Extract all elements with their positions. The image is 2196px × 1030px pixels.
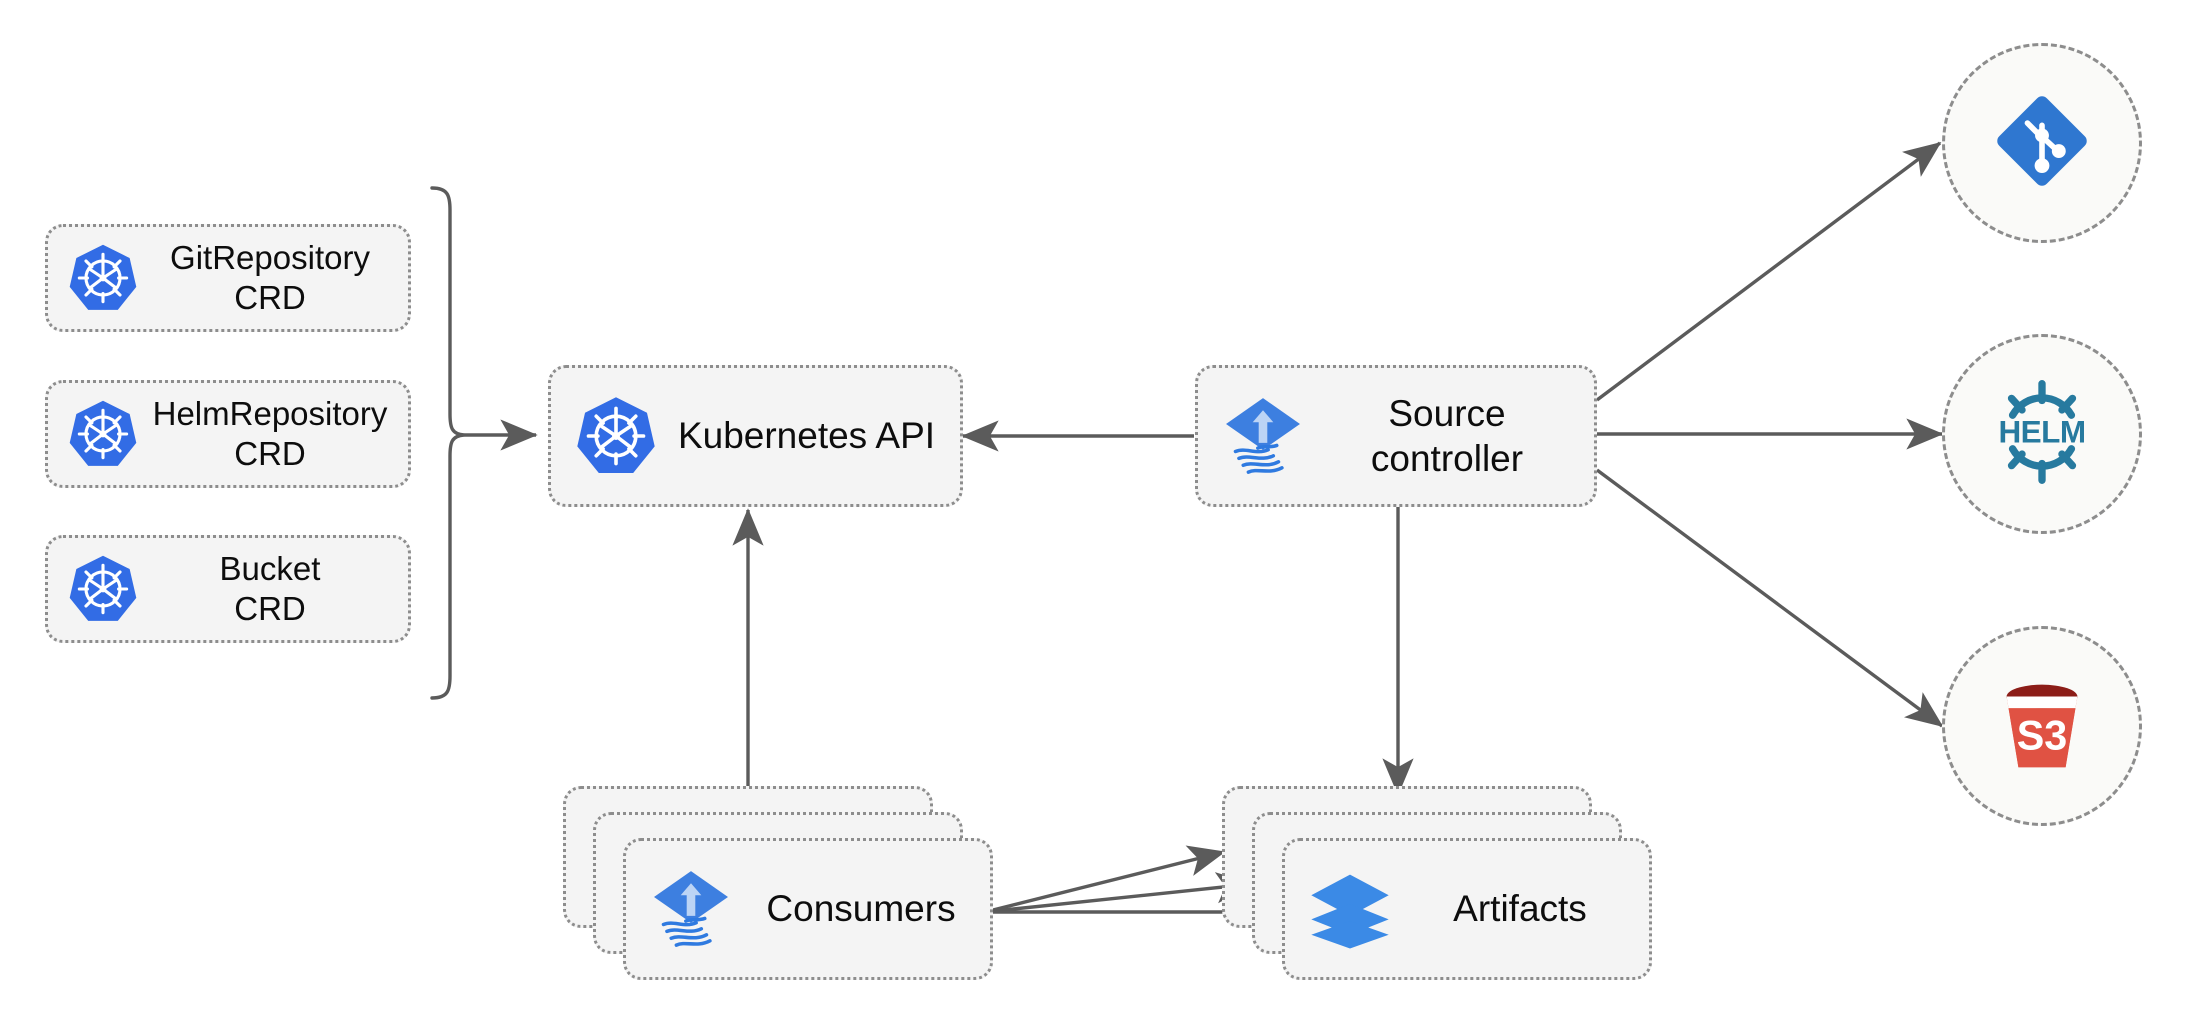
- consumers-label: Consumers: [766, 888, 956, 929]
- git-icon: [1986, 85, 2098, 202]
- crd-label: HelmRepository CRD: [152, 394, 388, 472]
- crd-label: Bucket CRD: [219, 549, 321, 627]
- flux-icon: [648, 866, 734, 952]
- crd-box-helmrepository[interactable]: HelmRepository CRD: [45, 380, 411, 488]
- kubernetes-icon: [66, 397, 140, 471]
- flux-icon: [1220, 393, 1306, 479]
- crd-box-bucket[interactable]: Bucket CRD: [45, 535, 411, 643]
- kubernetes-icon: [66, 552, 140, 626]
- artifacts-card-front[interactable]: Artifacts: [1282, 838, 1652, 980]
- edge-source-controller-to-git: [1595, 141, 1942, 402]
- edge-consumers-to-artifacts-1: [984, 845, 1226, 914]
- artifacts-label: Artifacts: [1453, 888, 1587, 929]
- crd-group-brace: [430, 186, 465, 700]
- edge-consumers-to-artifacts-2: [984, 872, 1254, 914]
- kubernetes-icon: [573, 393, 659, 479]
- kubernetes-api-label: Kubernetes API: [677, 415, 936, 457]
- s3-icon: S3: [1983, 665, 2101, 788]
- source-controller-node[interactable]: Source controller: [1195, 365, 1597, 507]
- consumers-card-front[interactable]: Consumers: [623, 838, 993, 980]
- helm-icon: HELM: [1979, 369, 2105, 500]
- crd-box-gitrepository[interactable]: GitRepository CRD: [45, 224, 411, 332]
- kubernetes-icon: [66, 241, 140, 315]
- edge-source-controller-to-s3: [1595, 468, 1944, 728]
- crd-label: GitRepository CRD: [170, 238, 370, 316]
- kubernetes-api-node[interactable]: Kubernetes API: [548, 365, 963, 507]
- artifacts-stack[interactable]: Artifacts: [1222, 786, 1652, 980]
- git-source-circle[interactable]: [1942, 43, 2142, 243]
- svg-text:S3: S3: [2017, 712, 2068, 758]
- svg-text:HELM: HELM: [1998, 413, 2085, 449]
- source-controller-label: Source controller: [1370, 392, 1524, 479]
- consumers-stack[interactable]: Consumers: [563, 786, 993, 980]
- s3-source-circle[interactable]: S3: [1942, 626, 2142, 826]
- helm-source-circle[interactable]: HELM: [1942, 334, 2142, 534]
- layers-icon: [1307, 866, 1393, 952]
